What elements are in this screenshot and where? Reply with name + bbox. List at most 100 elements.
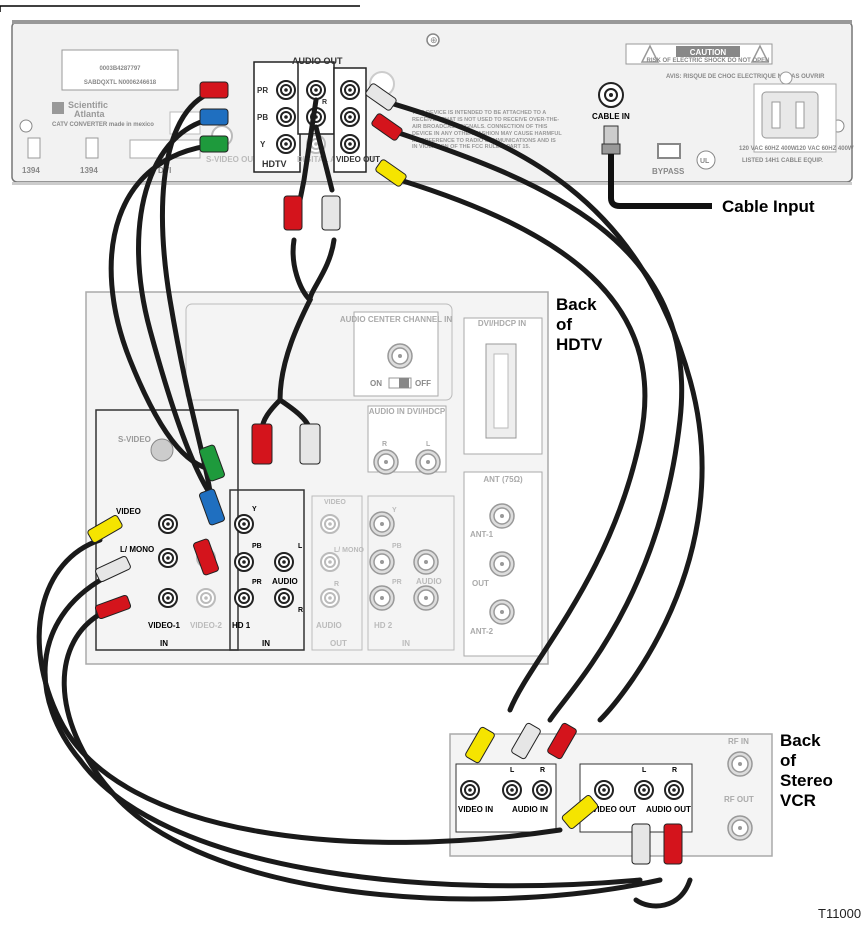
brand-logo: Scientific Atlanta CATV CONVERTER made i…	[52, 100, 154, 128]
svg-text:R: R	[298, 607, 303, 614]
svg-text:L/ MONO: L/ MONO	[120, 545, 154, 554]
screw-icon	[426, 33, 440, 47]
svg-text:ANT (75Ω): ANT (75Ω)	[483, 475, 523, 484]
hdtv-title-1: Back	[556, 295, 597, 314]
svg-text:L: L	[642, 767, 647, 774]
cable-input-label: Cable Input	[722, 197, 815, 216]
svg-text:1394: 1394	[80, 166, 98, 175]
svg-text:AVIS: RISQUE DE CHOC ELECTRIQU: AVIS: RISQUE DE CHOC ELECTRIQUE NE PAS O…	[666, 74, 825, 80]
firewire-port-2	[85, 137, 99, 159]
hdtv-panel: AUDIO CENTER CHANNEL IN ON OFF DVI/HDCP …	[85, 291, 549, 665]
svg-text:DVI/HDCP IN: DVI/HDCP IN	[478, 319, 527, 328]
plug-vcr-out	[561, 795, 683, 865]
svg-text:IN: IN	[262, 639, 270, 648]
svg-text:⊕: ⊕	[430, 35, 438, 45]
serial-number: 0003B4287797	[99, 66, 141, 72]
svg-text:Y: Y	[260, 140, 266, 149]
svg-text:OFF: OFF	[415, 379, 431, 388]
svg-text:Y: Y	[392, 507, 397, 514]
svg-text:HD 1: HD 1	[232, 621, 251, 630]
coax-connector-icon	[603, 125, 619, 145]
svg-text:OUT: OUT	[472, 579, 489, 588]
fcc-notice: THIS DEVICE IS INTENDED TO BE ATTACHED T…	[412, 110, 562, 151]
svg-text:120 VAC 60HZ 400W: 120 VAC 60HZ 400W	[739, 146, 797, 152]
svg-text:OUT: OUT	[330, 639, 347, 648]
svg-text:120 VAC 60HZ 400W: 120 VAC 60HZ 400W	[796, 146, 854, 152]
svg-text:L: L	[426, 441, 431, 448]
svg-text:VIDEO-1: VIDEO-1	[148, 621, 181, 630]
svg-text:PB: PB	[392, 543, 402, 550]
svg-text:PR: PR	[252, 579, 262, 586]
svg-text:IN: IN	[160, 639, 168, 648]
svg-text:Scientific: Scientific	[68, 100, 108, 110]
svg-text:AUDIO IN DVI/HDCP: AUDIO IN DVI/HDCP	[369, 407, 446, 416]
hdtv-title-3: HDTV	[556, 335, 603, 354]
plug-stb-component	[199, 81, 229, 153]
svg-text:R: R	[382, 441, 387, 448]
svg-text:Atlanta: Atlanta	[74, 109, 105, 119]
plug-hdtv-audio	[251, 423, 321, 465]
svg-text:LISTED 14H1 CABLE EQUIP.: LISTED 14H1 CABLE EQUIP.	[742, 158, 823, 164]
svg-text:AUDIO IN: AUDIO IN	[512, 805, 548, 814]
svg-text:VIDEO OUT: VIDEO OUT	[336, 155, 380, 164]
svg-text:RF IN: RF IN	[728, 737, 749, 746]
svg-text:RF OUT: RF OUT	[724, 795, 754, 804]
svg-text:PB: PB	[252, 543, 262, 550]
svg-text:AUDIO CENTER CHANNEL IN: AUDIO CENTER CHANNEL IN	[340, 315, 453, 324]
svg-text:AUDIO OUT: AUDIO OUT	[646, 805, 691, 814]
plug-stb-audio	[283, 195, 341, 231]
svg-text:RISK OF ELECTRIC SHOCK DO NOT: RISK OF ELECTRIC SHOCK DO NOT OPEN	[646, 58, 769, 64]
svg-text:Y: Y	[252, 506, 257, 513]
ul-mark-icon	[696, 150, 716, 170]
coax-cable	[608, 154, 712, 209]
svg-text:AUDIO: AUDIO	[416, 577, 442, 586]
audio-out-label: AUDIO OUT	[292, 56, 343, 66]
svg-text:IN: IN	[402, 639, 410, 648]
svg-text:R: R	[334, 581, 339, 588]
plug-hdtv-component	[193, 444, 225, 576]
svg-text:R: R	[672, 767, 677, 774]
svg-text:ANT-1: ANT-1	[470, 530, 494, 539]
bypass-icon	[657, 143, 681, 159]
power-socket-icon	[761, 91, 819, 139]
svg-text:1394: 1394	[22, 166, 40, 175]
firewire-port-1	[27, 137, 41, 159]
svg-text:R: R	[322, 99, 327, 106]
svg-text:ON: ON	[370, 379, 382, 388]
svg-text:VIDEO: VIDEO	[324, 499, 346, 506]
svg-text:S-VIDEO OUT: S-VIDEO OUT	[206, 155, 258, 164]
hdtv-label: HDTV	[262, 159, 287, 169]
svg-text:AUDIO: AUDIO	[272, 577, 298, 586]
svg-text:VIDEO-2: VIDEO-2	[190, 621, 223, 630]
svg-text:VIDEO IN: VIDEO IN	[458, 805, 493, 814]
set-top-box: ⊕ 0003B4287797 SABDQXTL N0006246618 Scie…	[0, 5, 854, 185]
cables	[36, 87, 705, 909]
vcr-title-3: Stereo	[780, 771, 833, 790]
svg-text:BYPASS: BYPASS	[652, 167, 685, 176]
svg-text:VIDEO: VIDEO	[116, 507, 141, 516]
vcr-title-4: VCR	[780, 791, 816, 810]
plug-vcr-in	[465, 722, 577, 764]
svg-text:S-VIDEO: S-VIDEO	[118, 435, 151, 444]
serial-number-2: SABDQXTL N0006246618	[84, 80, 157, 86]
plug-hdtv-video1	[87, 515, 132, 620]
svg-text:PR: PR	[257, 86, 268, 95]
svg-text:AUDIO: AUDIO	[316, 621, 342, 630]
svg-text:PB: PB	[257, 113, 268, 122]
vcr-title-1: Back	[780, 731, 821, 750]
svg-text:L/ MONO: L/ MONO	[334, 547, 364, 554]
svg-text:VIDEO OUT: VIDEO OUT	[592, 805, 636, 814]
svg-text:PR: PR	[392, 579, 402, 586]
svg-text:L: L	[510, 767, 515, 774]
s-video-in-port	[150, 438, 174, 462]
figure-id: T11000	[818, 906, 861, 921]
svg-text:ANT-2: ANT-2	[470, 627, 494, 636]
svg-text:UL: UL	[700, 158, 710, 165]
svg-text:HD 2: HD 2	[374, 621, 393, 630]
plug-stb-video-out	[365, 83, 407, 187]
hdtv-title-2: of	[556, 315, 572, 334]
cable-in-label: CABLE IN	[592, 112, 630, 121]
svg-text:R: R	[540, 767, 545, 774]
vcr-title-2: of	[780, 751, 796, 770]
